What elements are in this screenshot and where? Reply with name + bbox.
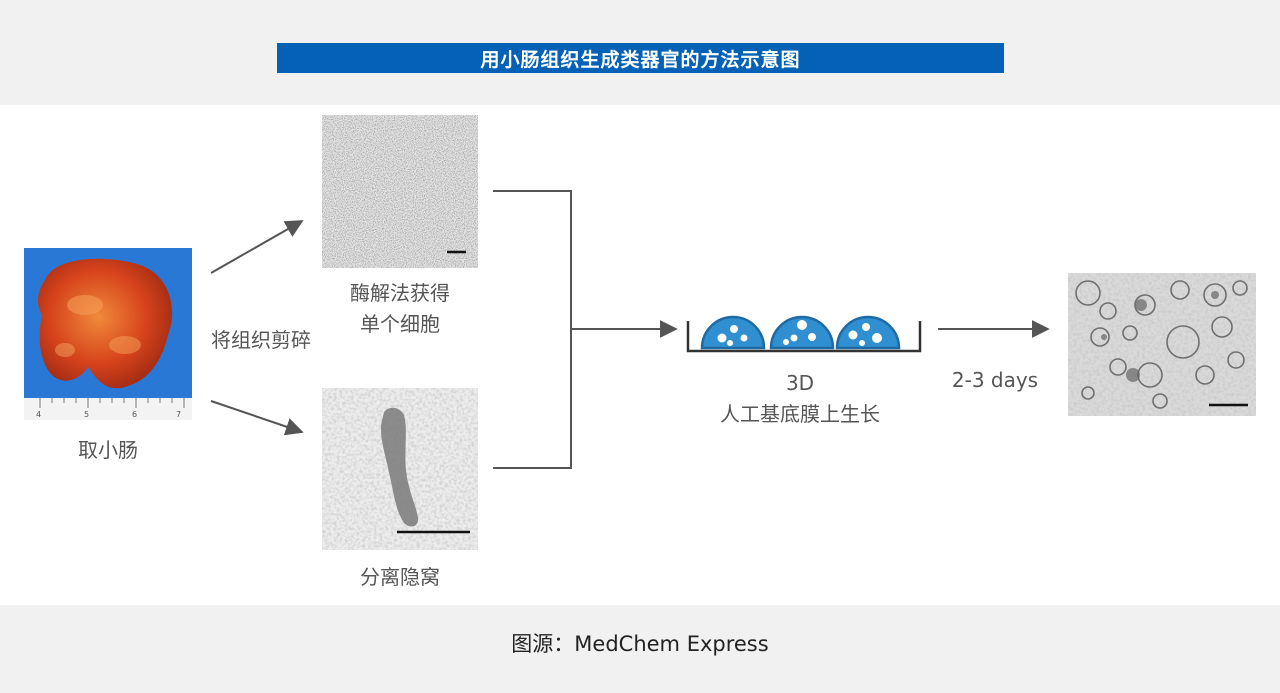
label-enzymatic: 酶解法获得 单个细胞 (350, 281, 450, 336)
single-cell-micrograph (322, 115, 478, 268)
source-credit: 图源：MedChem Express (511, 632, 769, 656)
label-intestine: 取小肠 (78, 438, 138, 462)
diagram-panel: 4 5 6 7 (0, 105, 1280, 605)
label-3d-culture: 3D 人工基底膜上生长 (720, 371, 880, 426)
ruler-number: 7 (176, 410, 181, 419)
intestine-photo: 4 5 6 7 (24, 248, 192, 420)
matrigel-domes (686, 315, 922, 353)
merge-bracket (493, 190, 572, 469)
diagram-canvas: 4 5 6 7 (24, 115, 1256, 550)
page-title: 用小肠组织生成类器官的方法示意图 (277, 43, 1004, 73)
ruler-number: 6 (132, 410, 137, 419)
organoid-micrograph (1068, 273, 1256, 416)
ruler-number: 5 (84, 410, 89, 419)
ruler-number: 4 (36, 410, 41, 419)
dome (835, 315, 901, 350)
arrow-to-crypts (210, 400, 304, 436)
label-duration: 2-3 days (951, 368, 1039, 392)
label-crypts: 分离隐窝 (360, 565, 440, 589)
arrow-to-enzymatic (210, 220, 304, 274)
label-mince: 将组织剪碎 (211, 328, 311, 352)
crypt-micrograph (322, 388, 478, 550)
crypt-shape (380, 407, 419, 527)
